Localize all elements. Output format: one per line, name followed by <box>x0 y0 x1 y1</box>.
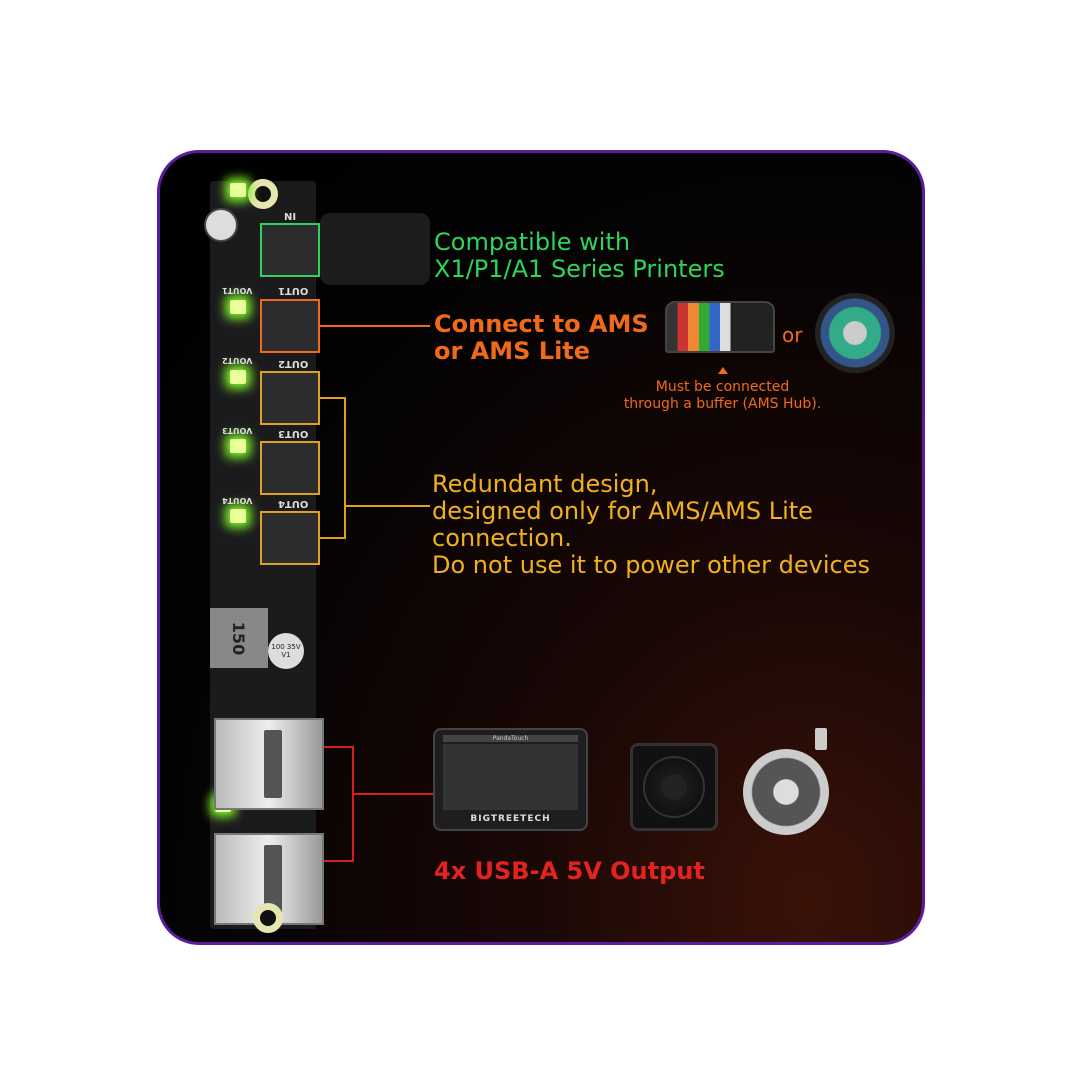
led <box>230 509 246 523</box>
in-cable <box>320 213 430 285</box>
out2-connector <box>260 371 320 425</box>
compatible-text: Compatible with X1/P1/A1 Series Printers <box>434 229 725 283</box>
redundant-line3: connection. <box>432 524 572 552</box>
vout2-label: VOUT2 <box>222 356 253 365</box>
in-connector <box>260 223 320 277</box>
ams-lite-image <box>815 293 895 373</box>
compatible-line1: Compatible with <box>434 228 631 256</box>
led <box>230 300 246 314</box>
out4-connector <box>260 511 320 565</box>
red-line <box>354 793 434 795</box>
usb-port-1 <box>214 718 324 810</box>
mounting-hole <box>253 903 283 933</box>
capacitor-2: 100 35V V1 <box>268 633 304 669</box>
mounting-hole <box>248 179 278 209</box>
arrow-up-icon <box>718 367 728 374</box>
inductor-label: 150 <box>229 621 249 655</box>
out4-label: OUT4 <box>278 498 309 509</box>
redundant-line4: Do not use it to power other devices <box>432 551 870 579</box>
usb-output-text: 4x USB-A 5V Output <box>434 857 705 885</box>
led <box>230 439 246 453</box>
led-strip-image <box>743 749 829 835</box>
in-label: IN <box>284 210 297 221</box>
screen-content <box>443 744 578 810</box>
red-bracket <box>324 746 354 862</box>
screen-title: PandaTouch <box>443 735 578 742</box>
ams-unit-image <box>665 301 775 353</box>
brand-logo: BIGTREETECH <box>470 814 551 824</box>
pandatouch-screen: PandaTouch BIGTREETECH <box>433 728 588 831</box>
capacitor <box>204 208 238 242</box>
usb-plug-icon <box>815 728 827 750</box>
orange-line <box>320 325 430 327</box>
capacitor-label: 100 35V V1 <box>271 643 301 659</box>
fan-image <box>630 743 718 831</box>
ams-line2: or AMS Lite <box>434 337 591 365</box>
buffer-line2: through a buffer (AMS Hub). <box>623 396 822 412</box>
ams-text: Connect to AMS or AMS Lite <box>434 311 649 365</box>
out2-label: OUT2 <box>278 358 309 369</box>
vout4-label: VOUT4 <box>222 496 253 505</box>
redundant-line1: Redundant design, <box>432 470 658 498</box>
led <box>230 183 246 197</box>
vout3-label: VOUT3 <box>222 426 253 435</box>
out3-connector <box>260 441 320 495</box>
redundant-text: Redundant design, designed only for AMS/… <box>432 471 870 579</box>
product-card: IN OUT1 OUT2 OUT3 OUT4 VOUT1 VOUT2 VOUT3… <box>157 150 925 945</box>
inductor: 150 <box>210 608 268 668</box>
compatible-line2: X1/P1/A1 Series Printers <box>434 255 725 283</box>
ams-line1: Connect to AMS <box>434 310 649 338</box>
out3-label: OUT3 <box>278 428 309 439</box>
buffer-line1: Must be connected <box>655 379 790 395</box>
buffer-note: Must be connected through a buffer (AMS … <box>600 379 845 413</box>
yellow-line <box>346 505 430 507</box>
led <box>230 370 246 384</box>
or-text: or <box>782 323 803 347</box>
out1-connector <box>260 299 320 353</box>
redundant-line2: designed only for AMS/AMS Lite <box>432 497 813 525</box>
out1-label: OUT1 <box>278 285 309 296</box>
yellow-bracket <box>320 397 346 539</box>
vout1-label: VOUT1 <box>222 286 253 295</box>
